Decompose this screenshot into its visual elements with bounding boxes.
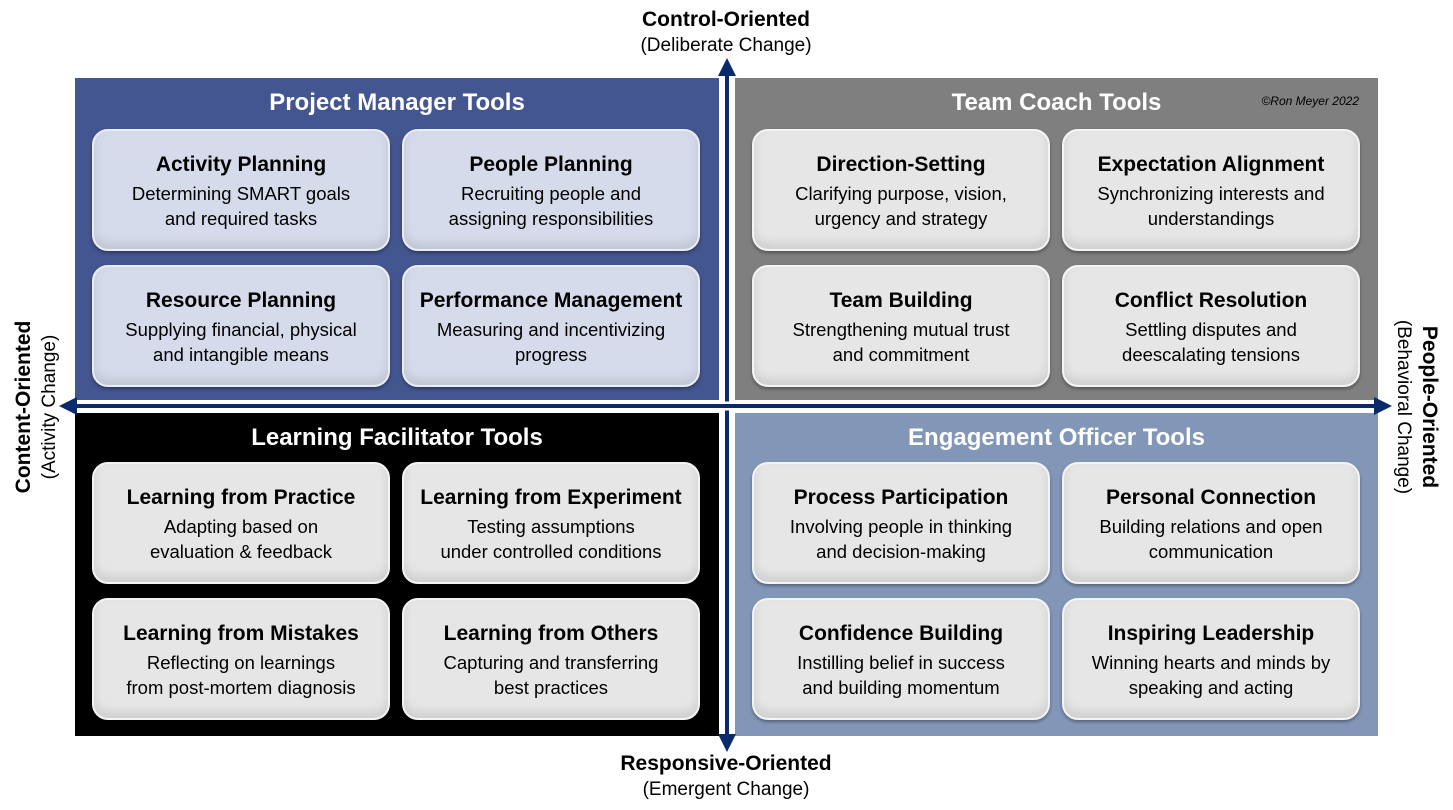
quadrant-engagement-officer: Engagement Officer Tools Process Partici… [735,413,1378,736]
tool-card-title: Learning from Mistakes [123,622,359,645]
tool-card-title: Direction-Setting [816,153,986,176]
axis-top-title: Control-Oriented [642,8,810,31]
arrow-up-icon [718,58,736,76]
tool-card: Resource Planning Supplying financial, p… [92,265,390,387]
tool-card: Process Participation Involving people i… [752,462,1050,584]
tool-card-title: Confidence Building [798,622,1004,645]
tool-card-description: Recruiting people and assigning responsi… [448,183,654,229]
tool-card-title: Expectation Alignment [1097,153,1325,176]
tool-card: People Planning Recruiting people and as… [402,129,700,251]
tool-card-description: Supplying financial, physical and intang… [125,319,357,365]
axis-bottom-title: Responsive-Oriented [620,752,832,775]
tool-card: Learning from Mistakes Reflecting on lea… [92,598,390,720]
tool-card-description: Clarifying purpose, vision, urgency and … [795,183,1007,229]
tool-card: Learning from Experiment Testing assumpt… [402,462,700,584]
tool-card: Conflict Resolution Settling disputes an… [1062,265,1360,387]
tool-card-description: Winning hearts and minds by speaking and… [1091,652,1331,698]
tool-card: Inspiring Leadership Winning hearts and … [1062,598,1360,720]
tool-card-title: Conflict Resolution [1114,289,1308,312]
tool-card: Activity Planning Determining SMART goal… [92,129,390,251]
tool-card-description: Involving people in thinking and decisio… [789,516,1013,562]
tool-card: Learning from Practice Adapting based on… [92,462,390,584]
tool-card: Learning from Others Capturing and trans… [402,598,700,720]
tool-card-title: Resource Planning [145,289,337,312]
tool-card-description: Synchronizing interests and understandin… [1097,183,1325,229]
tool-card: Team Building Strengthening mutual trust… [752,265,1050,387]
arrow-down-icon [718,734,736,752]
tool-card-description: Determining SMART goals and required tas… [131,183,351,229]
tool-card-title: Performance Management [419,289,683,312]
quadrant-title: Learning Facilitator Tools [251,424,543,451]
horizontal-axis-arrow [59,397,1392,415]
copyright-notice: ©Ron Meyer 2022 [1261,94,1359,108]
tool-card-title: Learning from Others [443,622,659,645]
tool-card-title: Team Building [829,289,973,312]
arrow-left-icon [59,397,77,415]
tool-card-title: Learning from Practice [126,486,356,509]
axis-top-subtitle: (Deliberate Change) [640,35,812,56]
tool-card: Direction-Setting Clarifying purpose, vi… [752,129,1050,251]
axis-bottom-subtitle: (Emergent Change) [642,779,810,800]
axis-label-top: Control-Oriented (Deliberate Change) [576,7,876,59]
quadrant-learning-facilitator: Learning Facilitator Tools Learning from… [75,413,719,736]
quadrant-title: Engagement Officer Tools [908,424,1205,451]
tool-card-title: Process Participation [793,486,1009,509]
tool-card-title: People Planning [469,153,633,176]
quadrant-title: Team Coach Tools [951,89,1162,116]
tool-card: Performance Management Measuring and inc… [402,265,700,387]
tool-card-description: Adapting based on evaluation & feedback [149,516,333,562]
tool-card-description: Capturing and transferring best practice… [443,652,659,698]
tool-card: Confidence Building Instilling belief in… [752,598,1050,720]
quadrant-team-coach: Team Coach Tools ©Ron Meyer 2022 Directi… [735,78,1378,400]
arrow-right-icon [1374,397,1392,415]
tool-card-description: Measuring and incentivizing progress [436,319,666,365]
tool-card-title: Learning from Experiment [420,486,682,509]
tool-card: Personal Connection Building relations a… [1062,462,1360,584]
tool-card-description: Reflecting on learnings from post-mortem… [126,652,356,698]
axis-label-bottom: Responsive-Oriented (Emergent Change) [576,751,876,803]
tool-card-description: Instilling belief in success and buildin… [797,652,1005,698]
quadrant-project-manager: Project Manager Tools Activity Planning … [75,78,719,400]
tool-card: Expectation Alignment Synchronizing inte… [1062,129,1360,251]
tool-card-title: Inspiring Leadership [1107,622,1315,645]
quadrant-title: Project Manager Tools [269,89,525,116]
tool-card-title: Activity Planning [155,153,327,176]
tool-card-description: Settling disputes and deescalating tensi… [1122,319,1300,365]
tool-card-title: Personal Connection [1105,486,1317,509]
tool-card-description: Strengthening mutual trust and commitmen… [792,319,1010,365]
tool-card-description: Building relations and open communicatio… [1099,516,1323,562]
tool-card-description: Testing assumptions under controlled con… [440,516,662,562]
